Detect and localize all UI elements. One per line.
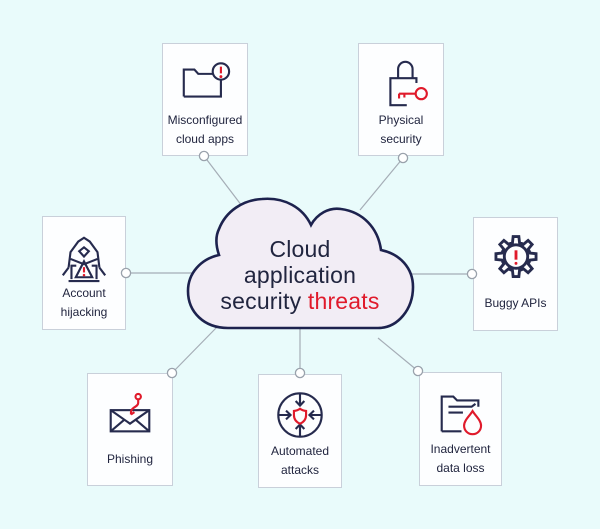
node-phishing: Phishing — [87, 373, 173, 486]
node-automated-attacks: Automated attacks — [258, 374, 342, 488]
cloud-title-line2: application — [243, 262, 357, 288]
node-misconfigured-cloud-apps: Misconfigured cloud apps — [162, 43, 248, 156]
folder-droplet-icon — [440, 395, 482, 436]
node-label: Account hijacking — [60, 286, 108, 319]
folder-alert-icon — [182, 62, 231, 98]
node-physical-security: Physical security — [358, 43, 444, 156]
cloud-title-line1: Cloud — [269, 236, 331, 262]
envelope-hook-icon — [109, 392, 151, 433]
hacker-warning-icon — [61, 236, 107, 283]
cloud-title-line3: security threats — [220, 288, 380, 314]
lock-key-icon — [389, 60, 428, 107]
node-buggy-apis: Buggy APIs — [473, 217, 558, 331]
node-label: Physical security — [378, 113, 424, 146]
node-label: Misconfigured cloud apps — [167, 113, 243, 146]
shield-arrows-icon — [277, 392, 323, 438]
node-inadvertent-data-loss: Inadvertent data loss — [419, 372, 502, 486]
gear-alert-icon — [494, 235, 537, 279]
node-label: Phishing — [106, 451, 154, 466]
cloud-shape — [186, 197, 415, 330]
node-label: Inadvertent data loss — [430, 442, 491, 475]
node-account-hijacking: Account hijacking — [42, 216, 126, 330]
node-label: Automated attacks — [270, 444, 330, 477]
cloud-title: Cloud application security threats — [200, 236, 400, 314]
node-label: Buggy APIs — [484, 296, 547, 310]
cloud-title-accent: threats — [307, 288, 380, 314]
